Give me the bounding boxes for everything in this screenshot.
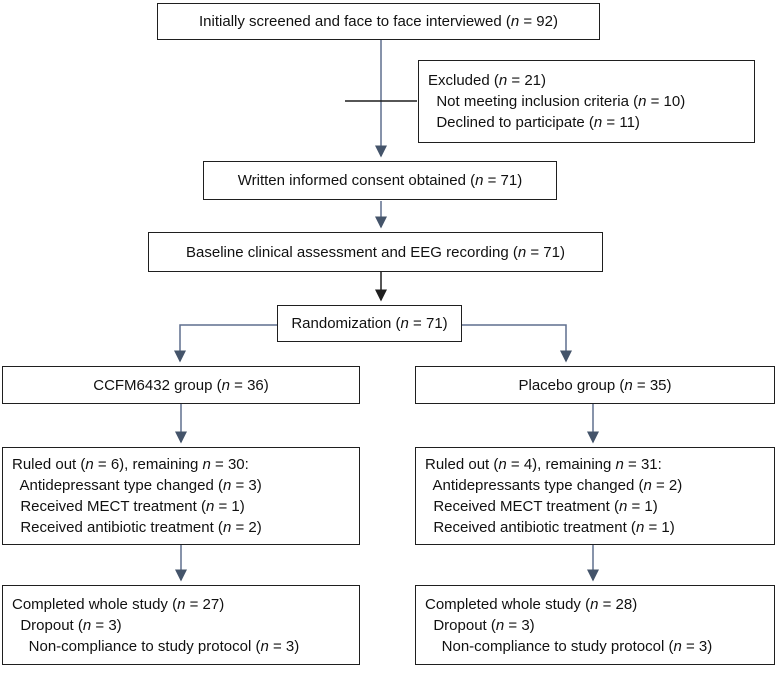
box-initially-screened-text: Initially screened and face to face inte… bbox=[199, 13, 558, 30]
box-completed-placebo: Completed whole study (n = 28) Dropout (… bbox=[415, 585, 775, 665]
box-informed-consent: Written informed consent obtained (n = 7… bbox=[203, 161, 557, 200]
box-ruled-out-placebo: Ruled out (n = 4), remaining n = 31: Ant… bbox=[415, 447, 775, 545]
completed-ccfm-dropout: Dropout (n = 3) bbox=[12, 616, 122, 634]
box-informed-consent-text: Written informed consent obtained (n = 7… bbox=[237, 172, 523, 189]
box-randomization-text: Randomization (n = 71) bbox=[291, 315, 448, 332]
completed-placebo-title: Completed whole study (n = 28) bbox=[425, 595, 638, 613]
completed-ccfm-noncompliance: Non-compliance to study protocol (n = 3) bbox=[12, 637, 300, 655]
ruled-out-ccfm-title: Ruled out (n = 6), remaining n = 30: bbox=[12, 456, 249, 473]
ruled-out-placebo-reason-1: Antidepressants type changed (n = 2) bbox=[425, 477, 683, 494]
completed-placebo-dropout: Dropout (n = 3) bbox=[425, 616, 535, 634]
box-excluded: Excluded (n = 21) Not meeting inclusion … bbox=[418, 60, 755, 143]
box-placebo-group: Placebo group (n = 35) bbox=[415, 366, 775, 404]
ruled-out-ccfm-reason-1: Antidepressant type changed (n = 3) bbox=[12, 477, 262, 494]
connector-randomization-to-placebo bbox=[462, 324, 572, 363]
excluded-reason-inclusion: Not meeting inclusion criteria (n = 10) bbox=[428, 93, 686, 110]
box-ccfm6432-group: CCFM6432 group (n = 36) bbox=[2, 366, 360, 404]
ruled-out-placebo-title: Ruled out (n = 4), remaining n = 31: bbox=[425, 456, 662, 473]
box-initially-screened: Initially screened and face to face inte… bbox=[157, 3, 600, 40]
connector-randomization-to-ccfm bbox=[174, 324, 277, 363]
box-baseline-assessment-text: Baseline clinical assessment and EEG rec… bbox=[186, 243, 565, 261]
box-placebo-group-text: Placebo group (n = 35) bbox=[518, 376, 672, 394]
excluded-reason-declined: Declined to participate (n = 11) bbox=[428, 114, 640, 131]
box-completed-ccfm: Completed whole study (n = 27) Dropout (… bbox=[2, 585, 360, 665]
box-ruled-out-ccfm: Ruled out (n = 6), remaining n = 30: Ant… bbox=[2, 447, 360, 545]
ruled-out-placebo-reason-2: Received MECT treatment (n = 1) bbox=[425, 498, 658, 515]
box-randomization: Randomization (n = 71) bbox=[277, 305, 462, 342]
box-baseline-assessment: Baseline clinical assessment and EEG rec… bbox=[148, 232, 603, 272]
completed-ccfm-title: Completed whole study (n = 27) bbox=[12, 595, 225, 613]
ruled-out-ccfm-reason-3: Received antibiotic treatment (n = 2) bbox=[12, 519, 262, 536]
excluded-title: Excluded (n = 21) bbox=[428, 72, 546, 89]
completed-placebo-noncompliance: Non-compliance to study protocol (n = 3) bbox=[425, 637, 713, 655]
ruled-out-ccfm-reason-2: Received MECT treatment (n = 1) bbox=[12, 498, 245, 515]
box-ccfm6432-group-text: CCFM6432 group (n = 36) bbox=[93, 376, 269, 394]
ruled-out-placebo-reason-3: Received antibiotic treatment (n = 1) bbox=[425, 519, 675, 536]
